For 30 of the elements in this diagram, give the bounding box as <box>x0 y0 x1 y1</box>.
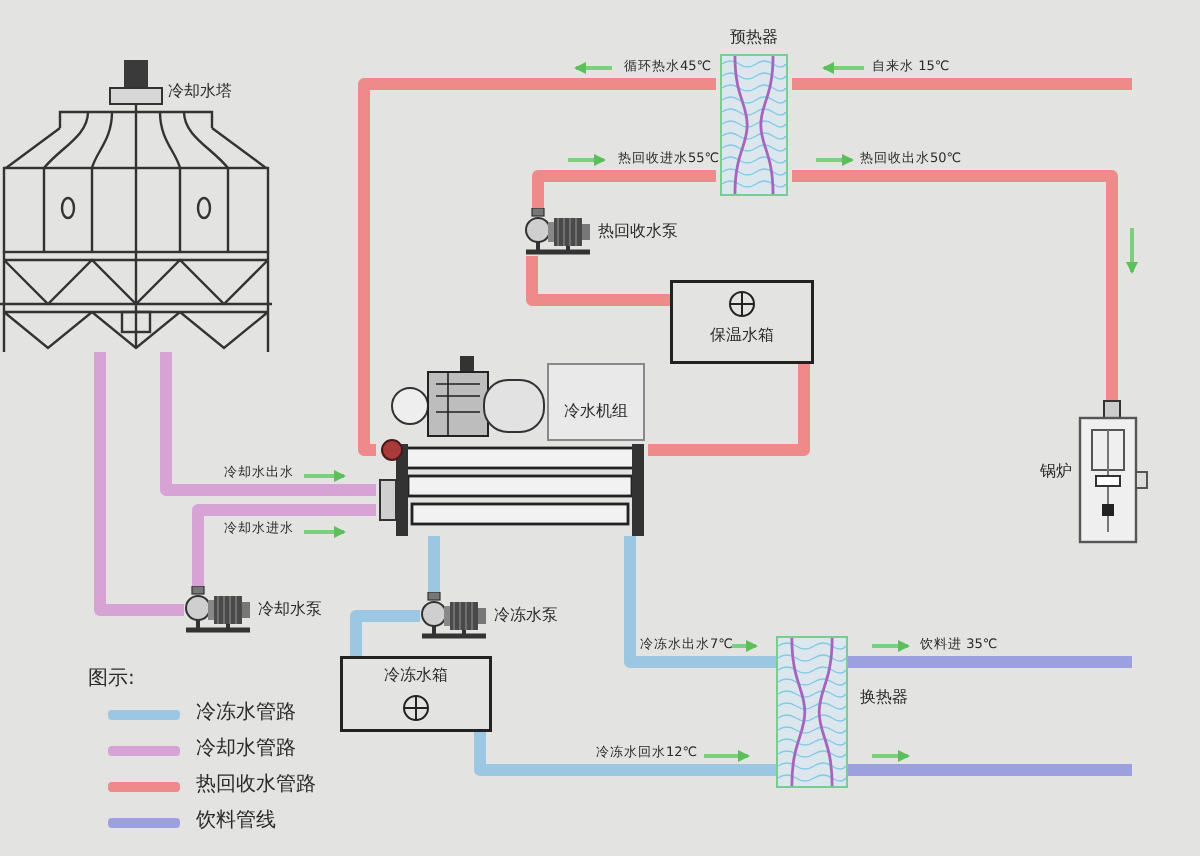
pipe <box>474 732 776 776</box>
pipe <box>532 170 716 208</box>
legend-title: 图示: <box>88 668 135 691</box>
pipe <box>350 610 420 656</box>
equipment-label: 换热器 <box>860 688 908 707</box>
equipment-label: 保温水箱 <box>710 326 774 345</box>
equipment-label: 冷却水泵 <box>258 600 322 619</box>
pipe <box>792 170 1118 400</box>
pipe <box>94 352 184 616</box>
pipe <box>428 536 440 592</box>
pipe <box>526 256 670 306</box>
pipe <box>792 78 1132 90</box>
pipe <box>358 78 716 456</box>
pipe <box>160 352 376 496</box>
legend-text: 冷冻水管路 <box>196 702 296 725</box>
equipment-label: 冷冻水泵 <box>494 606 558 625</box>
equipment-label: 冷水机组 <box>564 402 628 421</box>
legend-text: 热回收水管路 <box>196 774 316 797</box>
equipment-label: 预热器 <box>730 28 778 47</box>
legend-text: 饮料管线 <box>196 810 276 833</box>
pipe <box>848 764 1132 776</box>
pipe <box>192 504 376 586</box>
pipe <box>848 656 1132 668</box>
legend-text: 冷却水管路 <box>196 738 296 761</box>
equipment-label: 热回收水泵 <box>598 222 678 241</box>
pipe <box>624 536 776 668</box>
equipment-label: 冷冻水箱 <box>384 666 448 685</box>
equipment-label: 锅炉 <box>1040 462 1072 481</box>
pipe <box>648 364 810 456</box>
equipment-label: 冷却水塔 <box>168 82 232 101</box>
